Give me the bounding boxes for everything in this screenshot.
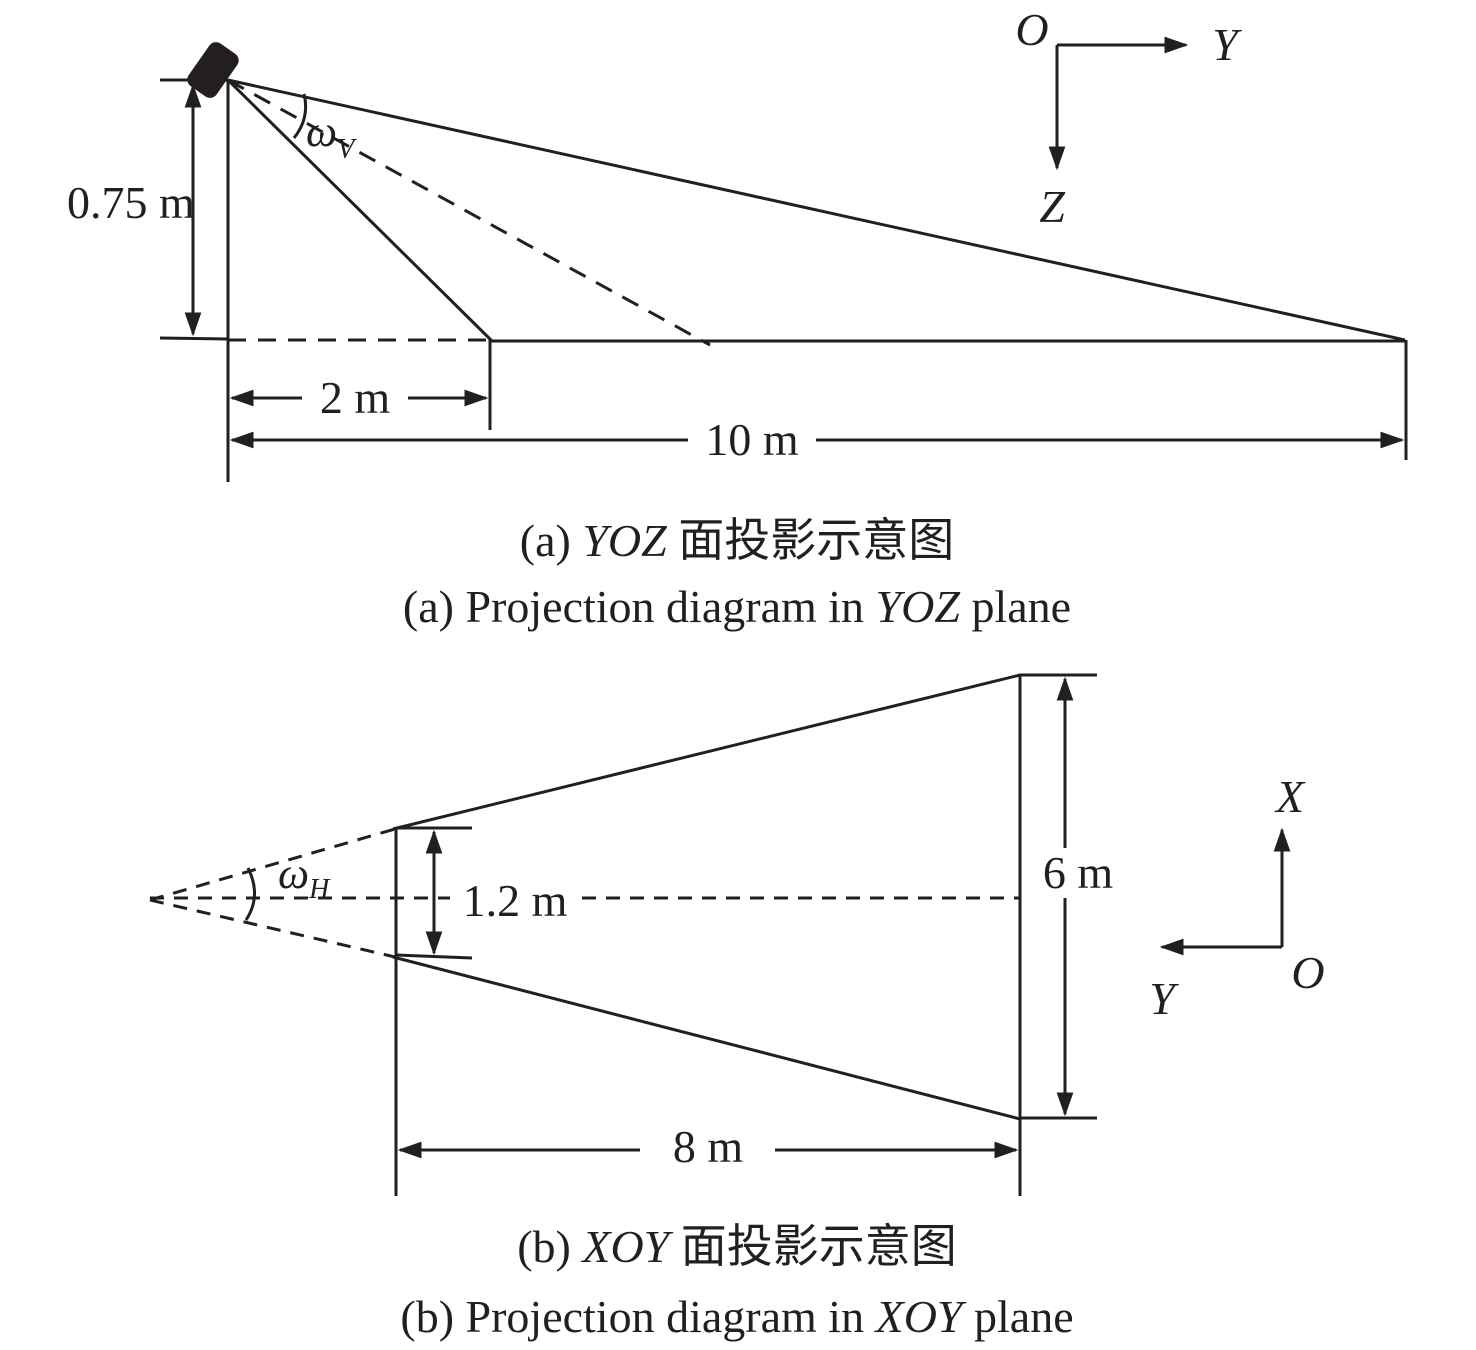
y-axis-label: Y	[1149, 973, 1179, 1024]
near-width-label: 1.2 m	[463, 875, 568, 926]
upper-dashed-ray	[149, 827, 396, 902]
near-distance-label: 2 m	[320, 372, 391, 423]
angle-omega-h: ωH	[278, 849, 331, 905]
caption-a-cn: (a) YOZ 面投影示意图	[520, 515, 954, 566]
length-label: 8 m	[673, 1121, 744, 1172]
z-axis-label: Z	[1039, 181, 1065, 232]
caption-a-en: (a) Projection diagram in YOZ plane	[403, 581, 1071, 632]
caption-b-cn: (b) XOY 面投影示意图	[517, 1221, 957, 1272]
origin-label: O	[1015, 4, 1048, 55]
angle-arc	[292, 93, 308, 139]
lower-dashed-ray	[149, 898, 396, 959]
label-background	[450, 872, 578, 922]
origin-label: O	[1291, 947, 1324, 998]
caption-b-en: (b) Projection diagram in XOY plane	[400, 1291, 1073, 1342]
ground-tick	[159, 336, 229, 341]
near-bottom-tick	[395, 953, 473, 960]
near-view-ray	[226, 78, 494, 343]
label-background	[1035, 848, 1121, 898]
far-view-ray	[227, 78, 1406, 342]
angle-omega-v: ωV	[306, 107, 357, 165]
far-width-label: 6 m	[1043, 847, 1114, 898]
lower-boundary-line	[392, 955, 1021, 1121]
upper-boundary-line	[392, 673, 1021, 831]
height-label: 0.75 m	[67, 177, 195, 228]
far-distance-label: 10 m	[705, 414, 799, 465]
angle-arc	[244, 867, 256, 921]
x-axis-label: X	[1274, 771, 1306, 822]
panel-yoz: ωV 0.75 m 2 m 10 m O Y Z (a) YOZ 面投影示意图 …	[67, 4, 1408, 632]
y-axis-label: Y	[1212, 19, 1242, 70]
optical-axis-ray	[227, 78, 711, 347]
axes-xoy: X O Y	[1149, 771, 1324, 1024]
axes-yoz: O Y Z	[1015, 4, 1242, 232]
panel-xoy: ωH 1.2 m 6 m 8 m X O Y (b) XOY 面投影示意图 (b…	[149, 673, 1325, 1342]
